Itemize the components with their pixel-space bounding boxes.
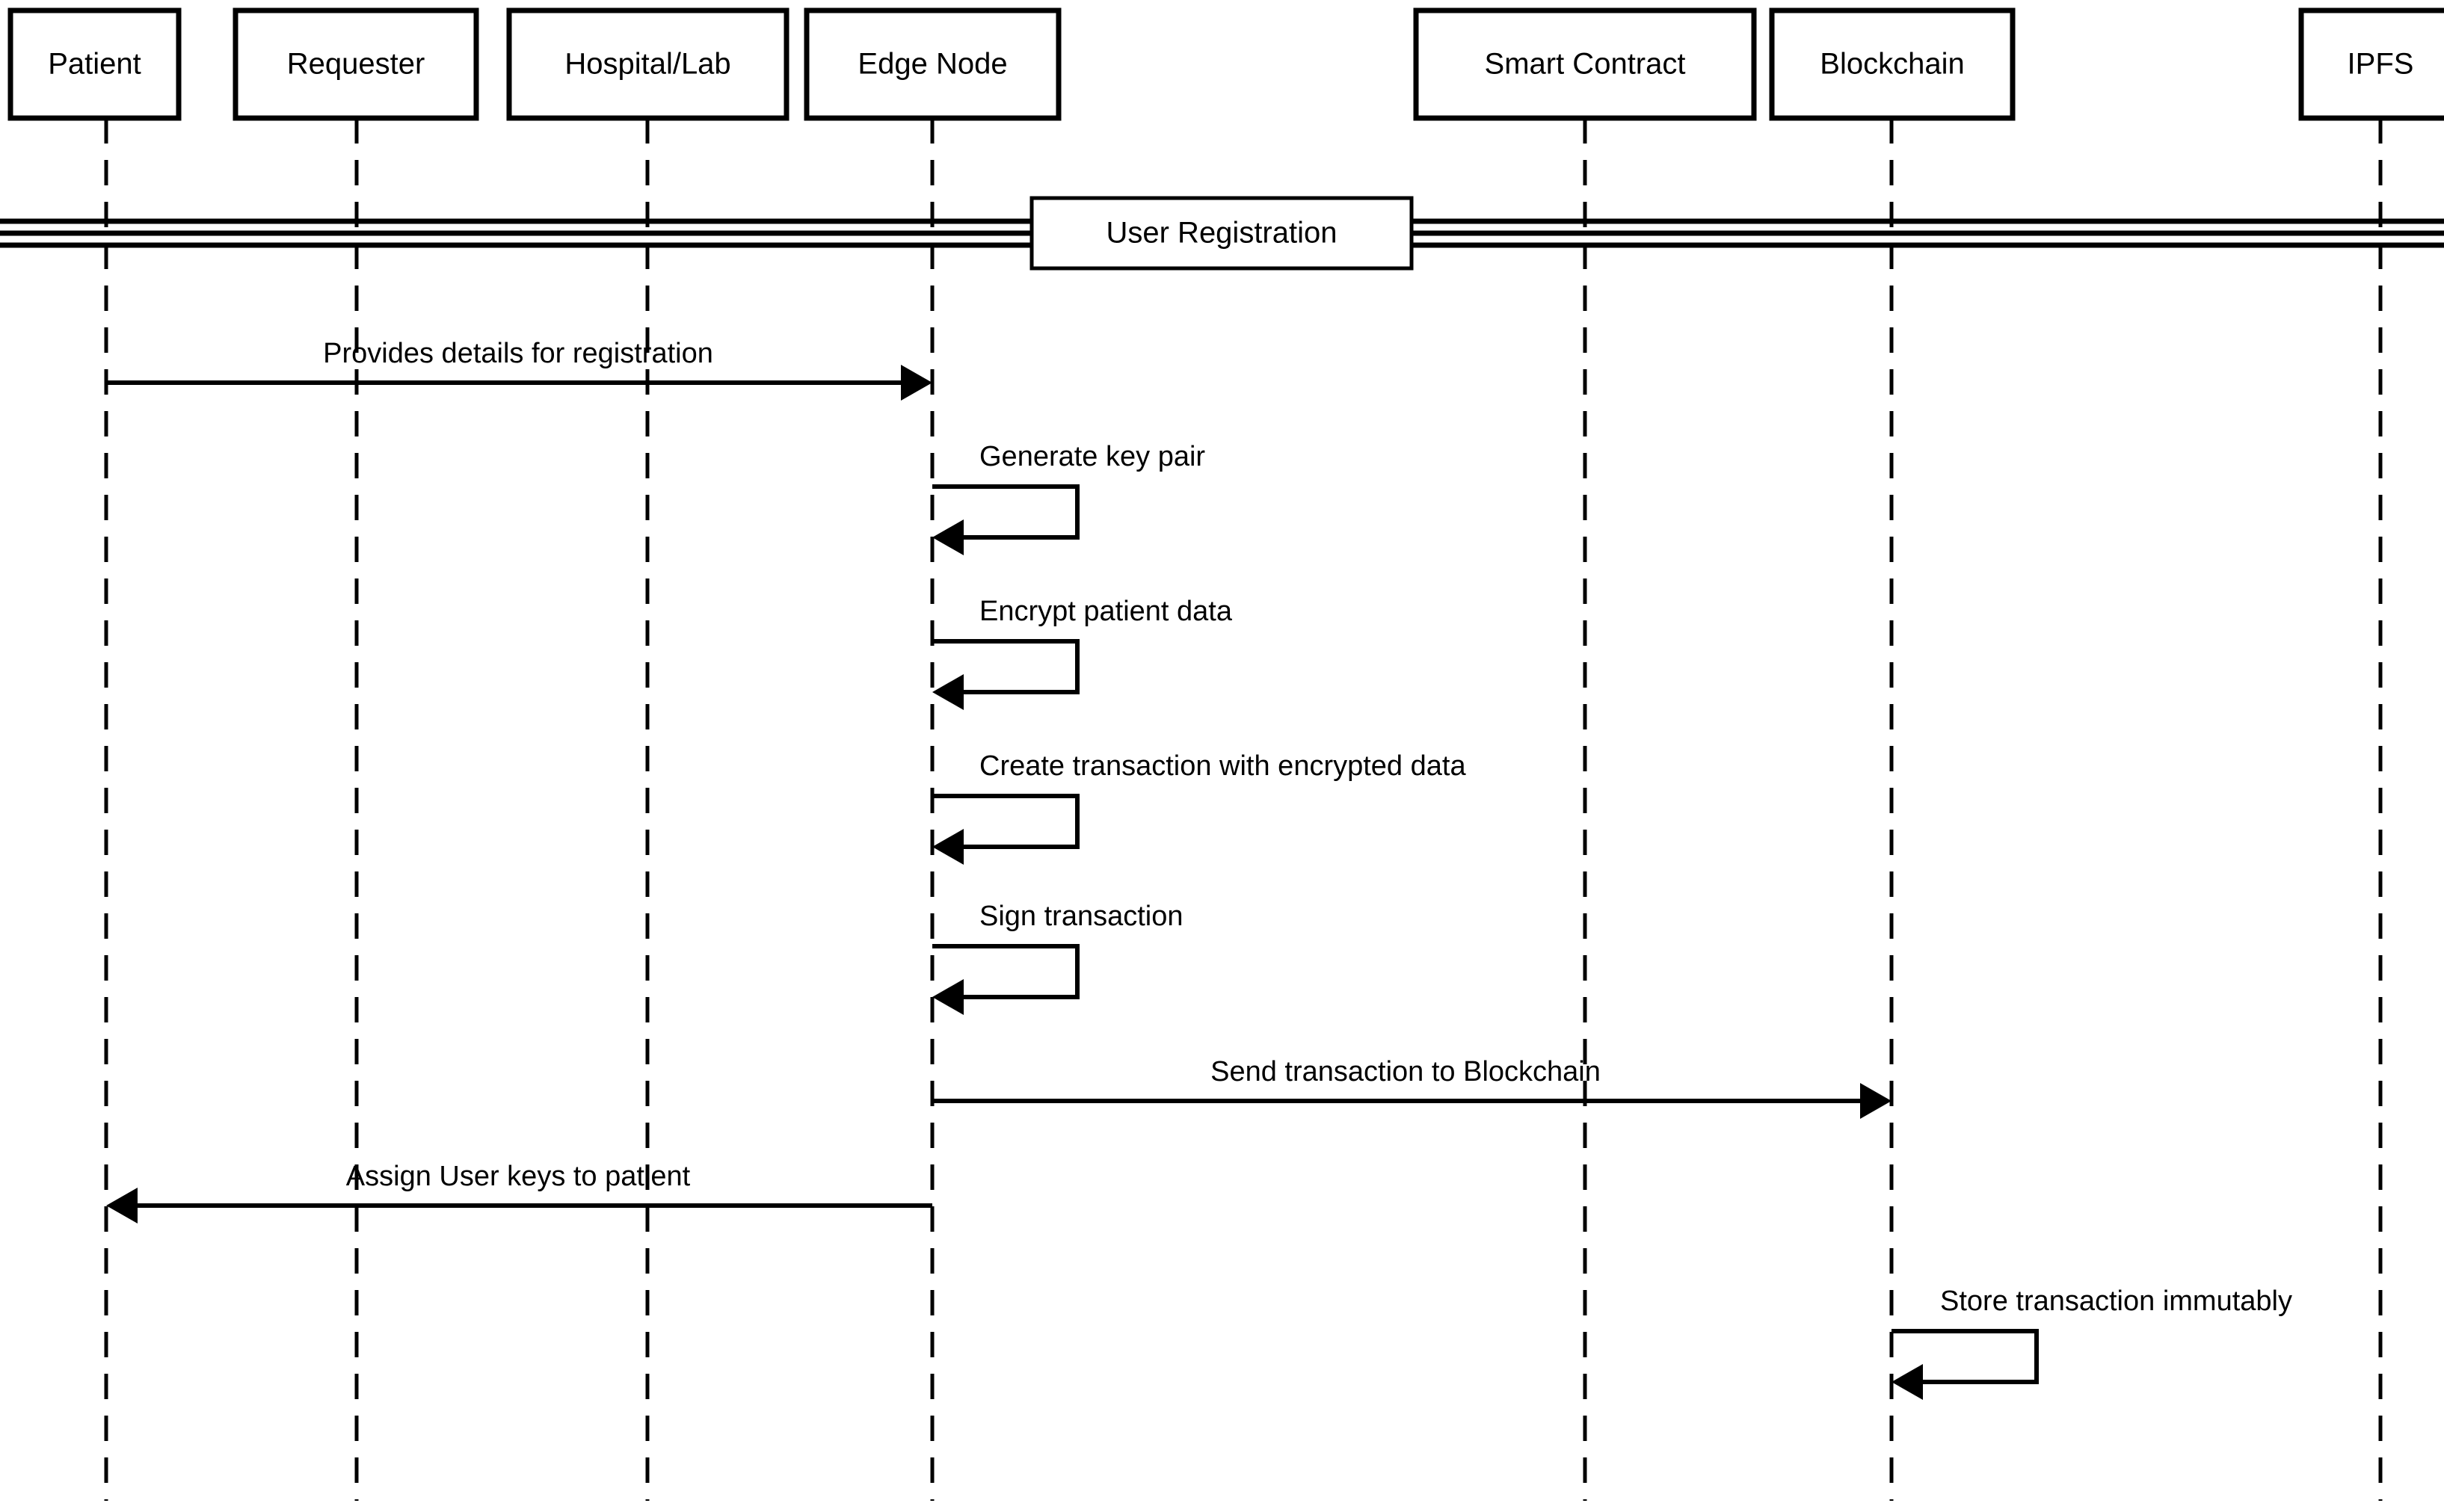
message-label-m6: Send transaction to Blockchain bbox=[1210, 1056, 1601, 1087]
participant-smart_contract[interactable]: Smart Contract bbox=[1413, 7, 1757, 121]
participant-box-edge_node[interactable] bbox=[804, 7, 1062, 121]
participants-layer: Patient Requester Hospital/Lab Edge Node Sma… bbox=[7, 7, 2444, 121]
participant-label-smart_contract: Smart Contract bbox=[1485, 48, 1686, 81]
self-message-path-m2 bbox=[932, 484, 1080, 540]
message-label-m7: Assign User keys to patient bbox=[346, 1161, 691, 1192]
arrow-head-icon-m3 bbox=[932, 674, 964, 710]
arrow-head-icon-m6 bbox=[1860, 1083, 1892, 1119]
participant-box-ipfs[interactable] bbox=[2298, 7, 2444, 121]
message-label-m5: Sign transaction bbox=[979, 901, 1183, 932]
message-m2[interactable]: Generate key pair bbox=[932, 441, 1205, 555]
message-m1[interactable]: Provides details for registration bbox=[106, 338, 932, 401]
message-m7[interactable]: Assign User keys to patient bbox=[106, 1161, 932, 1224]
self-message-path-m8 bbox=[1892, 1329, 2039, 1384]
participant-label-blockchain: Blockchain bbox=[1820, 48, 1964, 81]
arrow-head-icon-m1 bbox=[901, 365, 932, 401]
message-label-m1: Provides details for registration bbox=[323, 338, 713, 369]
lifelines-layer bbox=[104, 118, 2383, 1501]
arrow-head-icon-m2 bbox=[932, 519, 964, 555]
section-header[interactable]: User Registration bbox=[1029, 196, 1414, 271]
section-divider-layer bbox=[0, 218, 2444, 248]
message-m4[interactable]: Create transaction with encrypted data bbox=[932, 750, 1466, 865]
message-label-m2: Generate key pair bbox=[979, 441, 1205, 472]
self-message-path-m4 bbox=[932, 794, 1080, 849]
message-label-m3: Encrypt patient data bbox=[979, 596, 1233, 627]
message-m3[interactable]: Encrypt patient data bbox=[932, 596, 1233, 710]
participant-box-smart_contract[interactable] bbox=[1413, 7, 1757, 121]
participant-blockchain[interactable]: Blockchain bbox=[1769, 7, 2016, 121]
section-header-box[interactable] bbox=[1029, 196, 1414, 271]
participant-patient[interactable]: Patient bbox=[7, 7, 182, 121]
participant-box-requester[interactable] bbox=[233, 7, 479, 121]
self-message-path-m3 bbox=[932, 639, 1080, 694]
arrow-head-icon-m5 bbox=[932, 979, 964, 1015]
participant-label-ipfs: IPFS bbox=[2348, 48, 2414, 81]
section-header-label: User Registration bbox=[1106, 217, 1337, 250]
participant-box-patient[interactable] bbox=[7, 7, 182, 121]
participant-box-blockchain[interactable] bbox=[1769, 7, 2016, 121]
arrow-head-icon-m4 bbox=[932, 829, 964, 865]
message-label-m8: Store transaction immutably bbox=[1940, 1286, 2292, 1317]
participant-hospital_lab[interactable]: Hospital/Lab bbox=[506, 7, 789, 121]
participant-label-requester: Requester bbox=[287, 48, 425, 81]
arrow-head-icon-m7 bbox=[106, 1188, 138, 1224]
participant-label-hospital_lab: Hospital/Lab bbox=[564, 48, 730, 81]
message-m6[interactable]: Send transaction to Blockchain bbox=[932, 1056, 1892, 1119]
self-message-path-m5 bbox=[932, 944, 1080, 999]
message-label-m4: Create transaction with encrypted data bbox=[979, 750, 1466, 782]
participant-edge_node[interactable]: Edge Node bbox=[804, 7, 1062, 121]
participant-box-hospital_lab[interactable] bbox=[506, 7, 789, 121]
participant-ipfs[interactable]: IPFS bbox=[2298, 7, 2444, 121]
participant-requester[interactable]: Requester bbox=[233, 7, 479, 121]
arrow-head-icon-m8 bbox=[1892, 1364, 1923, 1400]
message-m8[interactable]: Store transaction immutably bbox=[1892, 1286, 2292, 1400]
section-header-layer: User Registration bbox=[1029, 196, 1414, 271]
messages-layer: Provides details for registrationGenerat… bbox=[106, 338, 2292, 1400]
participant-label-patient: Patient bbox=[48, 48, 141, 81]
participant-label-edge_node: Edge Node bbox=[858, 48, 1007, 81]
message-m5[interactable]: Sign transaction bbox=[932, 901, 1183, 1015]
